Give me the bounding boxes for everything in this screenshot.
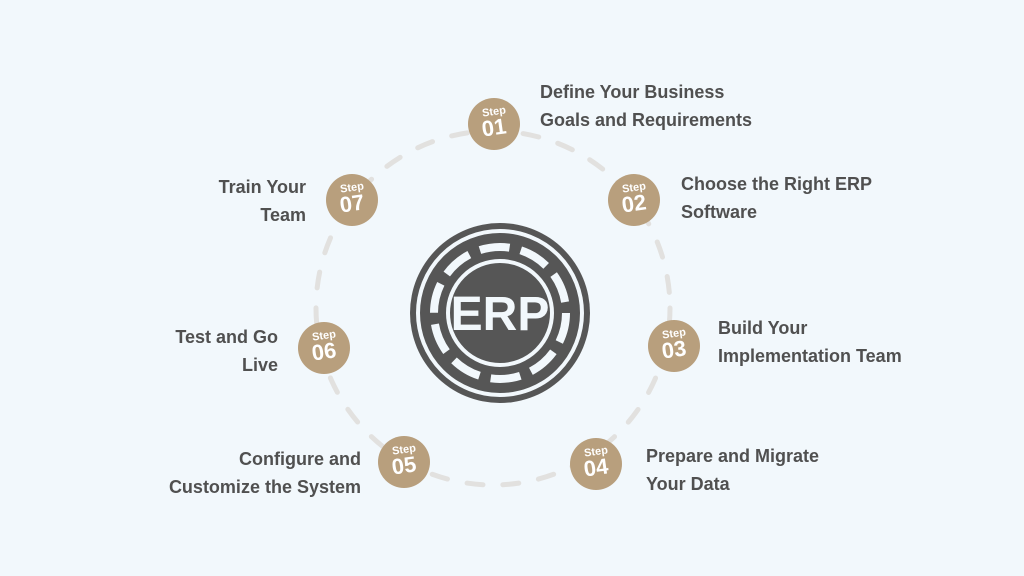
step-label-01: Define Your Business Goals and Requireme…: [540, 78, 752, 134]
step-badge-03: Step 03: [648, 320, 700, 372]
step-label-line: Train Your: [218, 177, 306, 197]
erp-logo: ERP: [410, 223, 590, 403]
step-label-line: Prepare and Migrate: [646, 446, 820, 466]
step-label-line: Test and Go: [175, 327, 278, 347]
step-label-03: Build Your Implementation Team: [718, 314, 902, 370]
step-badge-05: Step 05: [378, 436, 430, 488]
step-label-line: Your Data: [646, 474, 730, 494]
erp-logo-text: ERP: [451, 288, 550, 341]
step-label-line: Software: [681, 202, 758, 222]
step-label-line: Define Your Business: [540, 82, 725, 102]
step-label-05: Configure and Customize the System: [169, 445, 361, 501]
step-label-line: Choose the Right ERP: [681, 174, 873, 194]
step-label-line: Implementation Team: [718, 346, 902, 366]
step-label-02: Choose the Right ERP Software: [681, 170, 872, 226]
step-badge-02: Step 02: [608, 174, 660, 226]
step-label-07: Train Your Team: [219, 173, 306, 229]
step-badge-07: Step 07: [326, 174, 378, 226]
step-badge-04: Step 04: [570, 438, 622, 490]
step-label-04: Prepare and Migrate Your Data: [646, 442, 819, 498]
step-label-line: Customize the System: [168, 477, 361, 497]
step-badge-01: Step 01: [468, 98, 520, 150]
step-label-line: Configure and: [239, 449, 361, 469]
step-label-06: Test and Go Live: [175, 323, 278, 379]
step-badge-06: Step 06: [298, 322, 350, 374]
step-label-line: Build Your: [718, 318, 808, 338]
step-label-line: Team: [260, 205, 306, 225]
step-label-line: Goals and Requirements: [540, 110, 753, 130]
step-label-line: Live: [241, 355, 278, 375]
